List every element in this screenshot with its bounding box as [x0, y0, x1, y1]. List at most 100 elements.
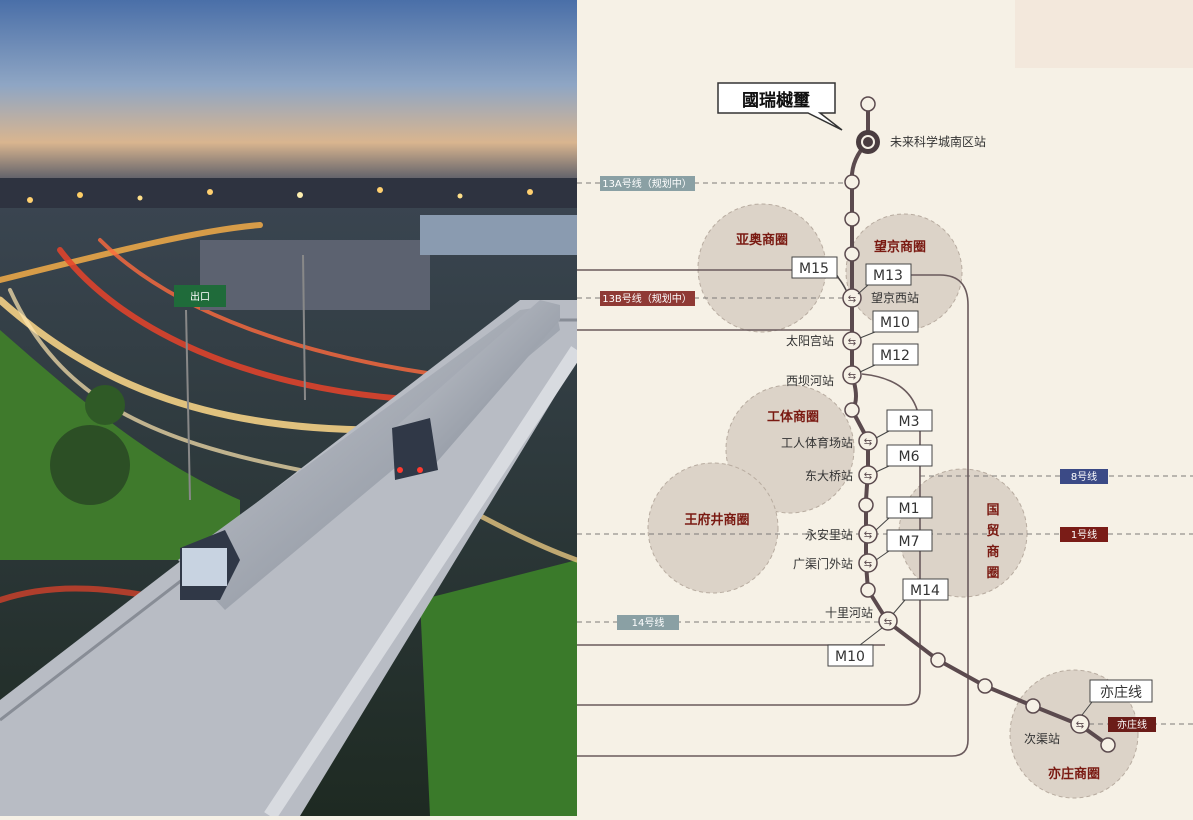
train-right	[392, 300, 560, 470]
svg-text:⇆: ⇆	[864, 437, 872, 448]
station-label: 太阳宫站	[786, 333, 834, 348]
transfer-icon	[842, 288, 862, 308]
district-labels: 亚奥商圈 望京商圈 工体商圈 王府井商圈 亦庄商圈	[684, 232, 1100, 782]
shrubs	[50, 425, 130, 505]
svg-text:⇆: ⇆	[1076, 720, 1084, 731]
callout-yizhuang: 亦庄线	[1081, 679, 1153, 716]
district-label-char: 商	[986, 544, 999, 560]
station-label: 未来科学城南区站	[890, 134, 986, 149]
map-corner-tint	[1015, 0, 1193, 68]
district-circle-wangfujing	[647, 462, 779, 594]
svg-text:M10: M10	[835, 649, 865, 665]
district-circle-gongti	[725, 384, 855, 514]
station-label: 西坝河站	[786, 374, 834, 388]
svg-text:⇆: ⇆	[884, 617, 892, 628]
svg-text:1号线: 1号线	[1071, 528, 1097, 541]
callout-m7: M7	[875, 529, 933, 561]
road-sign-text: 出口	[190, 290, 210, 303]
badge-yz: 亦庄线	[1108, 717, 1156, 732]
station-label: 东大桥站	[805, 469, 853, 483]
terminal	[420, 215, 577, 255]
road-sign	[174, 285, 226, 307]
svg-text:14号线: 14号线	[632, 616, 665, 629]
svg-text:M1: M1	[899, 501, 920, 517]
badge-1: 1号线	[1060, 527, 1108, 542]
sky	[0, 0, 577, 190]
district-label-char: 圈	[986, 566, 999, 581]
svg-text:M15: M15	[799, 261, 829, 277]
station-label: 十里河站	[825, 606, 873, 620]
callout-m10-lower: M10	[827, 627, 883, 667]
transfer-icon	[842, 365, 862, 385]
station-label: 次渠站	[1024, 732, 1060, 746]
project-name: 國瑞樾璽	[742, 91, 810, 111]
svg-text:M7: M7	[899, 534, 920, 550]
transfer-glyphs: ⇆ ⇆ ⇆ ⇆ ⇆ ⇆ ⇆ ⇆ ⇆	[848, 294, 1084, 731]
svg-text:⇆: ⇆	[848, 337, 856, 348]
project-callout: 國瑞樾璽	[717, 82, 843, 131]
callout-m10: M10	[859, 310, 919, 339]
svg-text:M10: M10	[880, 315, 910, 331]
metro-map: ⇆ ⇆ ⇆ ⇆ ⇆ ⇆ ⇆ ⇆ ⇆ 國瑞樾璽 亚奥商圈 望京商圈 工体商圈 王府井商圈 亦庄…	[577, 0, 1193, 816]
lamp-pole	[185, 309, 191, 501]
svg-text:⇆: ⇆	[864, 530, 872, 541]
badge-13b: 13B号线（规划中）	[600, 291, 695, 306]
train-photo: 出口	[0, 0, 577, 816]
transfer-icon	[858, 553, 878, 573]
transfer-icon	[858, 465, 878, 485]
station-label: 广渠门外站	[793, 556, 853, 571]
district-label: 亦庄商圈	[1048, 766, 1100, 782]
station-label: 望京西站	[871, 291, 919, 305]
svg-text:⇆: ⇆	[864, 471, 872, 482]
svg-text:M6: M6	[899, 449, 920, 465]
transfer-icon	[1070, 714, 1090, 734]
callout-m15: M15	[791, 256, 847, 291]
line-callouts: M15 M13 M10 M12 M3	[791, 256, 1153, 716]
transfer-icon	[858, 431, 878, 451]
svg-text:13B号线（规划中）: 13B号线（规划中）	[602, 292, 692, 305]
callout-m3: M3	[875, 409, 933, 439]
station-label: 工人体育场站	[781, 435, 853, 450]
district-label: 望京商圈	[874, 239, 926, 255]
svg-text:13A号线（规划中）: 13A号线（规划中）	[602, 177, 692, 190]
svg-text:M3: M3	[899, 414, 920, 430]
badge-8: 8号线	[1060, 469, 1108, 484]
badge-13a: 13A号线（规划中）	[600, 176, 695, 191]
svg-text:亦庄线: 亦庄线	[1117, 718, 1147, 731]
district-label-char: 贸	[986, 523, 999, 539]
district-label: 亚奥商圈	[736, 232, 788, 248]
building	[200, 240, 430, 310]
route-line	[849, 104, 1110, 747]
project-station-marker	[856, 130, 880, 154]
transfer-icon	[842, 331, 862, 351]
callout-m6: M6	[875, 444, 933, 473]
district-label-char: 国	[986, 503, 999, 518]
grass-right	[420, 560, 577, 816]
svg-text:⇆: ⇆	[848, 371, 856, 382]
lamp-pole-2	[302, 254, 306, 401]
callout-m14: M14	[892, 578, 949, 615]
plain-stations	[844, 96, 1116, 753]
callout-m12: M12	[859, 343, 919, 373]
district-label: 工体商圈	[767, 409, 819, 425]
svg-text:亦庄线: 亦庄线	[1100, 684, 1142, 701]
district-label-guomao: 国 贸 商 圈	[986, 503, 999, 581]
svg-text:M14: M14	[910, 583, 940, 599]
svg-text:⇆: ⇆	[864, 559, 872, 570]
svg-text:⇆: ⇆	[848, 294, 856, 305]
svg-text:M12: M12	[880, 348, 910, 364]
svg-text:8号线: 8号线	[1071, 470, 1097, 483]
svg-text:M13: M13	[873, 268, 903, 284]
transfer-icon	[878, 611, 898, 631]
transfer-stations	[842, 288, 1090, 734]
train-right-front	[392, 418, 438, 480]
palm-tree	[85, 385, 125, 425]
station-labels: 未来科学城南区站 望京西站 太阳宫站 西坝河站 工人体育场站 东大桥站 永安里站…	[781, 134, 1060, 746]
badge-14: 14号线	[617, 615, 679, 630]
district-label: 王府井商圈	[684, 512, 749, 528]
station-label: 永安里站	[805, 527, 853, 542]
callout-m13: M13	[857, 263, 912, 295]
transfer-icon	[858, 524, 878, 544]
